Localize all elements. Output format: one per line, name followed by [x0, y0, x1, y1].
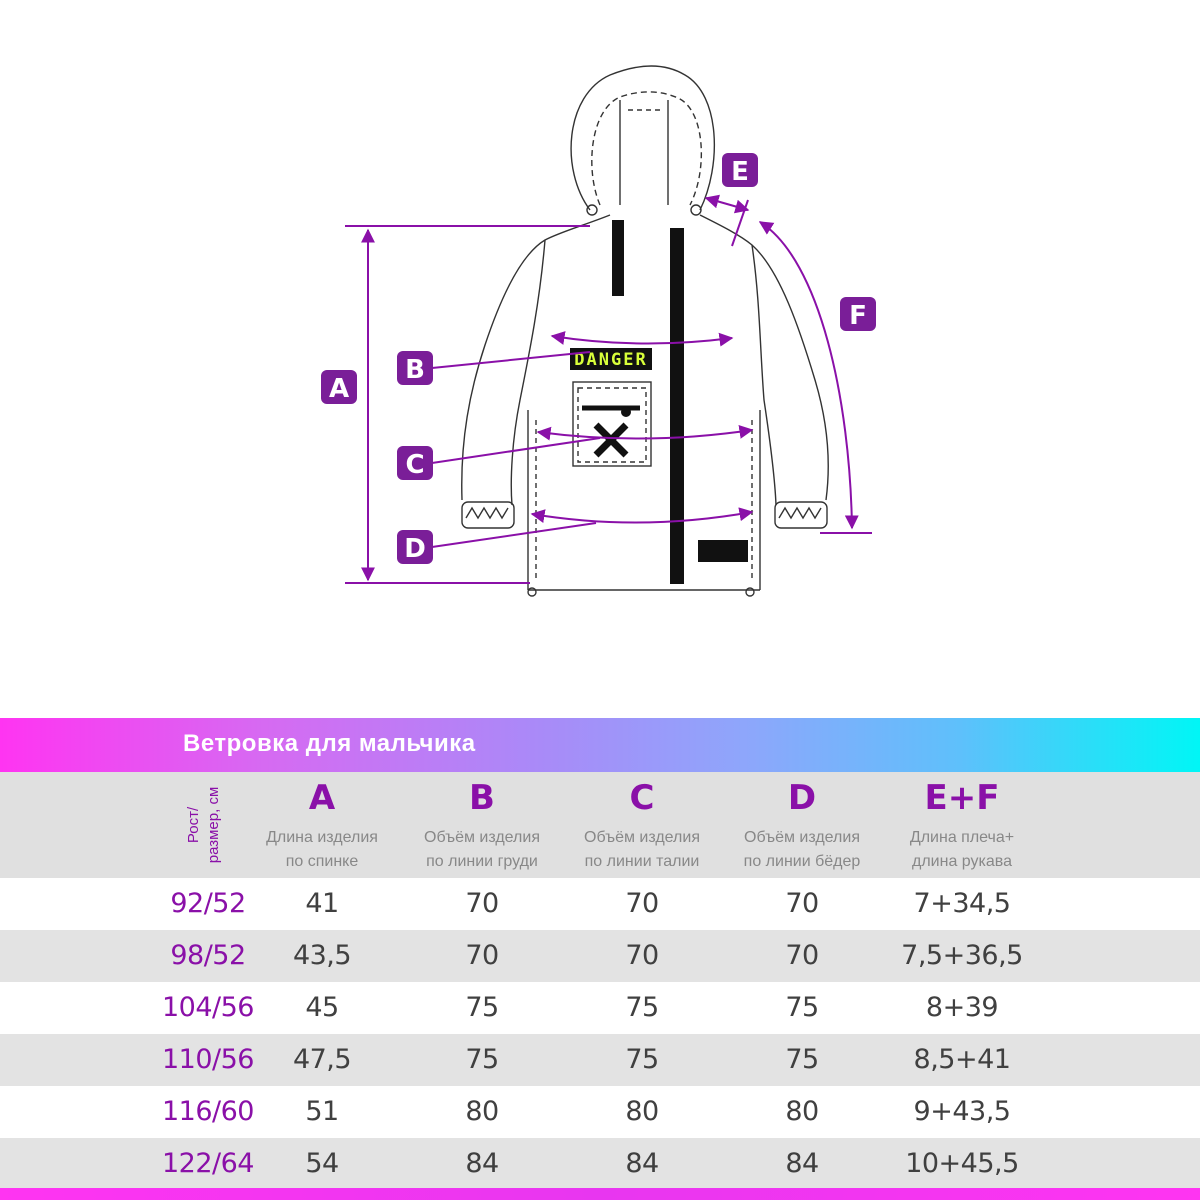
table-row: 98/52 43,5 70 70 70 7,5+36,5	[0, 930, 1200, 982]
tag-b: B	[397, 351, 433, 385]
danger-patch-text: DANGER	[574, 350, 647, 370]
zipper	[670, 228, 684, 584]
tag-c: C	[397, 446, 433, 480]
cell-d: 70	[785, 888, 819, 919]
svg-text:F: F	[849, 301, 867, 331]
size-cell: 116/60	[162, 1096, 255, 1127]
cell-a: 54	[305, 1148, 339, 1179]
cell-ef: 10+45,5	[905, 1148, 1019, 1179]
size-cell: 92/52	[170, 888, 246, 919]
cell-c: 84	[625, 1148, 659, 1179]
jacket-measurement-diagram: DANGER A B C D E F	[321, 65, 876, 597]
tag-f: F	[840, 297, 876, 331]
cell-ef: 8+39	[925, 992, 999, 1023]
column-letter: A	[308, 778, 336, 818]
cell-c: 75	[625, 992, 659, 1023]
table-row: 110/56 47,5 75 75 75 8,5+41	[0, 1034, 1200, 1086]
cell-c: 70	[625, 888, 659, 919]
cell-a: 51	[305, 1096, 339, 1127]
svg-text:E: E	[731, 157, 749, 187]
product-title: Ветровка для мальчика	[183, 730, 476, 757]
size-cell: 98/52	[170, 940, 246, 971]
cell-c: 80	[625, 1096, 659, 1127]
size-header-line-1: Рост/	[185, 806, 202, 844]
bottom-accent-bar	[0, 1188, 1200, 1200]
size-cell: 104/56	[162, 992, 255, 1023]
cell-ef: 9+43,5	[913, 1096, 1011, 1127]
size-column-header: Рост/ размер, см	[160, 772, 248, 878]
cell-b: 80	[465, 1096, 499, 1127]
size-cell: 122/64	[162, 1148, 255, 1179]
jacket-sketch	[461, 65, 829, 597]
column-header-ef: E+F Длина плеча+длина рукава	[882, 772, 1042, 878]
title-banner: Ветровка для мальчика	[0, 718, 1200, 772]
table-row: 104/56 45 75 75 75 8+39	[0, 982, 1200, 1034]
table-row: 116/60 51 80 80 80 9+43,5	[0, 1086, 1200, 1138]
cell-a: 43,5	[292, 940, 352, 971]
tag-e: E	[722, 153, 758, 187]
cell-b: 75	[465, 992, 499, 1023]
size-cell: 110/56	[162, 1044, 255, 1075]
pocket-x-print	[593, 422, 629, 458]
cell-b: 75	[465, 1044, 499, 1075]
hem-label-patch	[698, 540, 748, 562]
cell-ef: 8,5+41	[913, 1044, 1011, 1075]
table-row: 92/52 41 70 70 70 7+34,5	[0, 878, 1200, 930]
size-header-line-2: размер, см	[205, 786, 222, 864]
tag-d: D	[397, 530, 433, 564]
cell-d: 75	[785, 992, 819, 1023]
hood-drawcord	[612, 220, 624, 296]
cell-ef: 7+34,5	[913, 888, 1011, 919]
cell-d: 80	[785, 1096, 819, 1127]
cell-b: 70	[465, 888, 499, 919]
column-description: Длина плеча+длина рукава	[909, 829, 1015, 870]
measurement-lines	[345, 194, 872, 584]
cell-c: 70	[625, 940, 659, 971]
svg-text:B: B	[405, 355, 425, 385]
table-row: 122/64 54 84 84 84 10+45,5	[0, 1138, 1200, 1190]
column-letter: E+F	[924, 778, 1000, 818]
cell-b: 84	[465, 1148, 499, 1179]
svg-text:D: D	[404, 534, 426, 564]
svg-text:A: A	[329, 374, 349, 404]
tag-a: A	[321, 370, 357, 404]
column-letter: C	[629, 778, 655, 818]
cell-a: 45	[305, 992, 339, 1023]
column-letter: B	[469, 778, 495, 818]
cell-c: 75	[625, 1044, 659, 1075]
cell-a: 41	[305, 888, 339, 919]
cell-d: 84	[785, 1148, 819, 1179]
cell-b: 70	[465, 940, 499, 971]
cell-a: 47,5	[292, 1044, 352, 1075]
danger-patch	[570, 348, 652, 370]
column-letter: D	[787, 778, 817, 818]
cell-ef: 7,5+36,5	[901, 940, 1023, 971]
svg-text:C: C	[405, 450, 424, 480]
cell-d: 75	[785, 1044, 819, 1075]
cell-d: 70	[785, 940, 819, 971]
